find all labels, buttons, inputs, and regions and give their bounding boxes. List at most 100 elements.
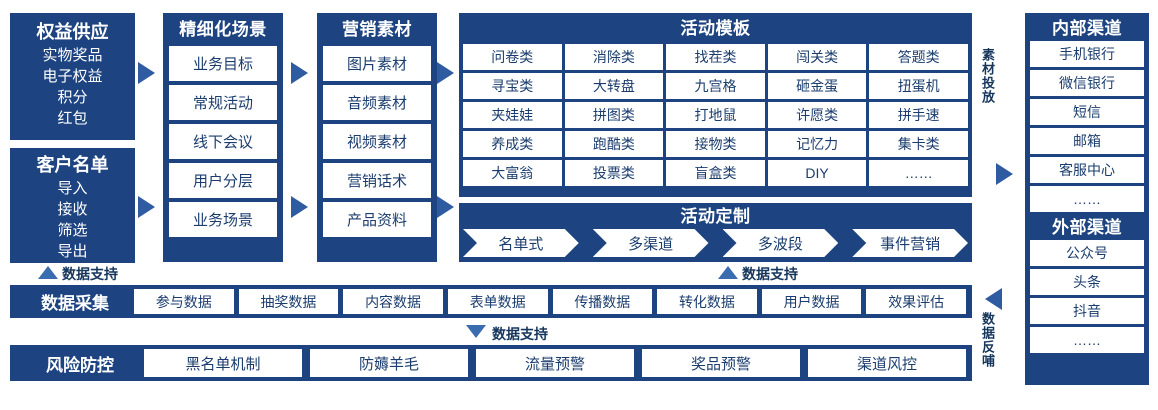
customization-step[interactable]: 名单式 xyxy=(463,229,579,257)
data-collection-item[interactable]: 效果评估 xyxy=(866,289,966,314)
risk-control-item[interactable]: 奖品预警 xyxy=(642,349,800,377)
internal-channel-item[interactable]: 手机银行 xyxy=(1030,41,1144,67)
template-item[interactable]: 许愿类 xyxy=(767,102,867,128)
arrow-right-icon xyxy=(996,163,1013,185)
template-item[interactable]: 集卡类 xyxy=(869,131,968,157)
internal-channel-item[interactable]: …… xyxy=(1030,186,1144,212)
label-data-feedback: 数据反哺 xyxy=(980,312,995,368)
risk-control-item[interactable]: 黑名单机制 xyxy=(144,349,302,377)
data-collection-item[interactable]: 内容数据 xyxy=(343,289,443,314)
template-item[interactable]: 大转盘 xyxy=(564,73,664,99)
activity-customization-title: 活动定制 xyxy=(680,207,751,226)
template-item[interactable]: 记忆力 xyxy=(767,131,867,157)
external-channel-item[interactable]: …… xyxy=(1030,327,1144,353)
arrow-right-icon xyxy=(291,62,308,84)
arrow-left-icon xyxy=(985,288,1002,310)
template-item[interactable]: 打地鼠 xyxy=(666,102,765,128)
risk-control-item[interactable]: 渠道风控 xyxy=(808,349,966,377)
external-channel-item[interactable]: 公众号 xyxy=(1030,240,1144,266)
template-item[interactable]: 投票类 xyxy=(564,160,664,186)
template-item[interactable]: 答题类 xyxy=(869,44,968,70)
column-refined-scene: 精细化场景 业务目标 常规活动 线下会议 用户分层 业务场景 xyxy=(163,13,283,262)
customer-list-title: 客户名单 xyxy=(36,155,109,175)
marketing-material-item[interactable]: 视频素材 xyxy=(323,124,431,159)
template-item[interactable]: …… xyxy=(869,160,968,186)
template-item[interactable]: 盲盒类 xyxy=(666,160,765,186)
column-marketing-material: 营销素材 图片素材 音频素材 视频素材 营销话术 产品资料 xyxy=(317,13,437,262)
refined-scene-item[interactable]: 线下会议 xyxy=(169,124,277,159)
support-label-middle: 数据支持 xyxy=(742,266,798,282)
block-rights-supply: 权益供应 实物奖品 电子权益 积分 红包 xyxy=(10,13,135,140)
template-item[interactable]: 扭蛋机 xyxy=(869,73,968,99)
risk-control-item[interactable]: 防薅羊毛 xyxy=(310,349,468,377)
customer-list-item: 接收 xyxy=(57,201,88,218)
template-item[interactable]: 问卷类 xyxy=(463,44,562,70)
template-item[interactable]: 养成类 xyxy=(463,131,562,157)
template-item[interactable]: 找茬类 xyxy=(666,44,765,70)
data-collection-item[interactable]: 传播数据 xyxy=(552,289,653,314)
arrow-right-icon xyxy=(437,196,454,218)
refined-scene-item[interactable]: 常规活动 xyxy=(169,85,277,120)
data-collection-item[interactable]: 表单数据 xyxy=(447,289,548,314)
arrow-right-icon xyxy=(138,196,155,218)
arrow-up-icon xyxy=(38,266,58,279)
block-customer-list: 客户名单 导入 接收 筛选 导出 xyxy=(10,148,135,263)
external-channel-item[interactable]: 抖音 xyxy=(1030,298,1144,324)
data-collection-label: 数据采集 xyxy=(41,294,109,313)
column-channels: 内部渠道 手机银行 微信银行 短信 邮箱 客服中心 …… 外部渠道 公众号 头条… xyxy=(1025,13,1149,385)
activity-templates-grid: 问卷类 消除类 找茬类 闯关类 答题类 寻宝类 大转盘 九宫格 砸金蛋 扭蛋机 … xyxy=(463,44,968,186)
block-activity-templates: 活动模板 问卷类 消除类 找茬类 闯关类 答题类 寻宝类 大转盘 九宫格 砸金蛋… xyxy=(459,13,972,197)
rights-supply-title: 权益供应 xyxy=(36,22,109,42)
internal-channel-item[interactable]: 邮箱 xyxy=(1030,128,1144,154)
customization-step[interactable]: 事件营销 xyxy=(852,229,968,257)
data-collection-item[interactable]: 转化数据 xyxy=(657,289,757,314)
template-item[interactable]: 寻宝类 xyxy=(463,73,562,99)
template-item[interactable]: 跑酷类 xyxy=(564,131,664,157)
template-item[interactable]: 夹娃娃 xyxy=(463,102,562,128)
data-collection-item[interactable]: 参与数据 xyxy=(134,289,234,314)
template-item[interactable]: 砸金蛋 xyxy=(767,73,867,99)
arrow-right-icon xyxy=(437,62,454,84)
internal-channel-item[interactable]: 微信银行 xyxy=(1030,70,1144,96)
refined-scene-item[interactable]: 业务目标 xyxy=(169,46,277,81)
activity-templates-title: 活动模板 xyxy=(680,19,751,38)
marketing-material-title: 营销素材 xyxy=(342,20,412,39)
marketing-material-item[interactable]: 营销话术 xyxy=(323,163,431,198)
risk-control-item[interactable]: 流量预警 xyxy=(476,349,634,377)
data-collection-items: 参与数据 抽奖数据 内容数据 表单数据 传播数据 转化数据 用户数据 效果评估 xyxy=(134,289,966,314)
internal-channel-item[interactable]: 短信 xyxy=(1030,99,1144,125)
template-item[interactable]: 拼图类 xyxy=(564,102,664,128)
template-item[interactable]: 拼手速 xyxy=(869,102,968,128)
customer-list-item: 筛选 xyxy=(57,222,88,239)
arrow-right-icon xyxy=(138,62,155,84)
bar-risk-control: 风险防控 黑名单机制 防薅羊毛 流量预警 奖品预警 渠道风控 xyxy=(10,345,972,381)
refined-scene-item[interactable]: 用户分层 xyxy=(169,163,277,198)
template-item[interactable]: 接物类 xyxy=(666,131,765,157)
internal-channel-item[interactable]: 客服中心 xyxy=(1030,157,1144,183)
risk-control-label: 风险防控 xyxy=(46,355,114,375)
data-collection-item[interactable]: 用户数据 xyxy=(761,289,862,314)
rights-supply-item: 积分 xyxy=(57,89,88,106)
rights-supply-item: 红包 xyxy=(57,110,88,127)
support-label-bottom: 数据支持 xyxy=(492,326,548,342)
customization-step[interactable]: 多渠道 xyxy=(593,229,709,257)
marketing-material-item[interactable]: 图片素材 xyxy=(323,46,431,81)
rights-supply-item: 电子权益 xyxy=(42,68,103,85)
template-item[interactable]: 九宫格 xyxy=(666,73,765,99)
refined-scene-item[interactable]: 业务场景 xyxy=(169,202,277,237)
template-item[interactable]: 消除类 xyxy=(564,44,664,70)
data-collection-item[interactable]: 抽奖数据 xyxy=(238,289,339,314)
template-item[interactable]: 闯关类 xyxy=(767,44,867,70)
customer-list-item: 导入 xyxy=(57,180,88,197)
customer-list-item: 导出 xyxy=(57,243,88,260)
template-item[interactable]: 大富翁 xyxy=(463,160,562,186)
marketing-material-item[interactable]: 音频素材 xyxy=(323,85,431,120)
block-activity-customization: 活动定制 名单式 多渠道 多波段 事件营销 xyxy=(459,203,972,262)
marketing-material-item[interactable]: 产品资料 xyxy=(323,202,431,237)
risk-control-items: 黑名单机制 防薅羊毛 流量预警 奖品预警 渠道风控 xyxy=(144,349,966,377)
template-item[interactable]: DIY xyxy=(767,160,867,186)
external-channels-title: 外部渠道 xyxy=(1052,218,1122,237)
customization-step[interactable]: 多波段 xyxy=(723,229,839,257)
arrow-down-icon xyxy=(466,325,486,338)
external-channel-item[interactable]: 头条 xyxy=(1030,269,1144,295)
